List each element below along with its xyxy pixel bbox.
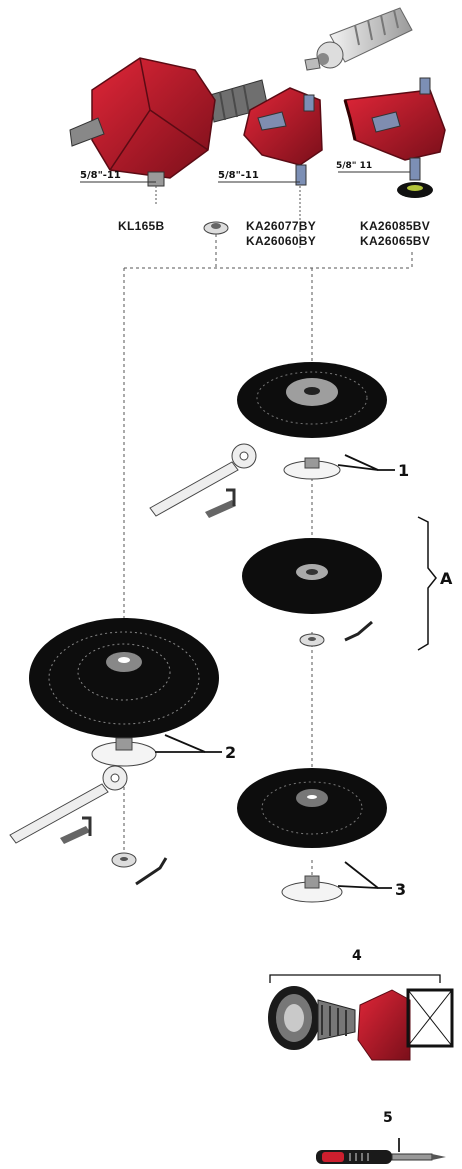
nut-2 (112, 853, 136, 867)
flange-2 (92, 738, 156, 766)
right-angle-head-image (345, 78, 445, 198)
callout-A: A (440, 569, 453, 588)
callout-1: 1 (398, 461, 409, 480)
backing-pad-2 (29, 618, 219, 738)
side-handle-image (305, 8, 412, 70)
code-left: KL165B (118, 219, 165, 233)
callout-2: 2 (225, 743, 236, 762)
spanner-wrench-2 (10, 766, 127, 844)
spanner-wrench-1 (150, 444, 256, 518)
code-mid-2: KA26060BY (246, 234, 316, 248)
code-right-2: KA26065BV (360, 234, 430, 248)
callout-3: 3 (395, 880, 406, 899)
nut-A (300, 634, 324, 646)
backing-pad-A (242, 538, 382, 614)
callout-4: 4 (352, 948, 362, 964)
leader-1 (345, 455, 395, 470)
flange-1 (284, 458, 340, 479)
flange-nut-top (204, 222, 228, 234)
backing-pad-1 (237, 362, 387, 438)
bracket-4 (270, 975, 440, 983)
thread-label-left: 5/8"-11 (80, 170, 121, 181)
code-right-1: KA26085BV (360, 219, 430, 233)
backing-pad-3 (237, 768, 387, 848)
leader-2 (165, 735, 222, 752)
hex-key-2 (136, 858, 166, 884)
thread-label-mid: 5/8"-11 (218, 170, 259, 181)
thread-label-right: 5/8" 11 (336, 161, 372, 171)
flange-3 (282, 876, 342, 902)
leader-3 (345, 862, 392, 888)
hex-key-A (345, 622, 372, 640)
grinder-tool-image (70, 58, 268, 186)
dust-shroud-kit-image (268, 986, 452, 1060)
callout-5: 5 (383, 1110, 393, 1126)
screwdriver-image (316, 1138, 446, 1164)
bracket-A (418, 517, 436, 650)
code-mid-1: KA26077BY (246, 219, 316, 233)
